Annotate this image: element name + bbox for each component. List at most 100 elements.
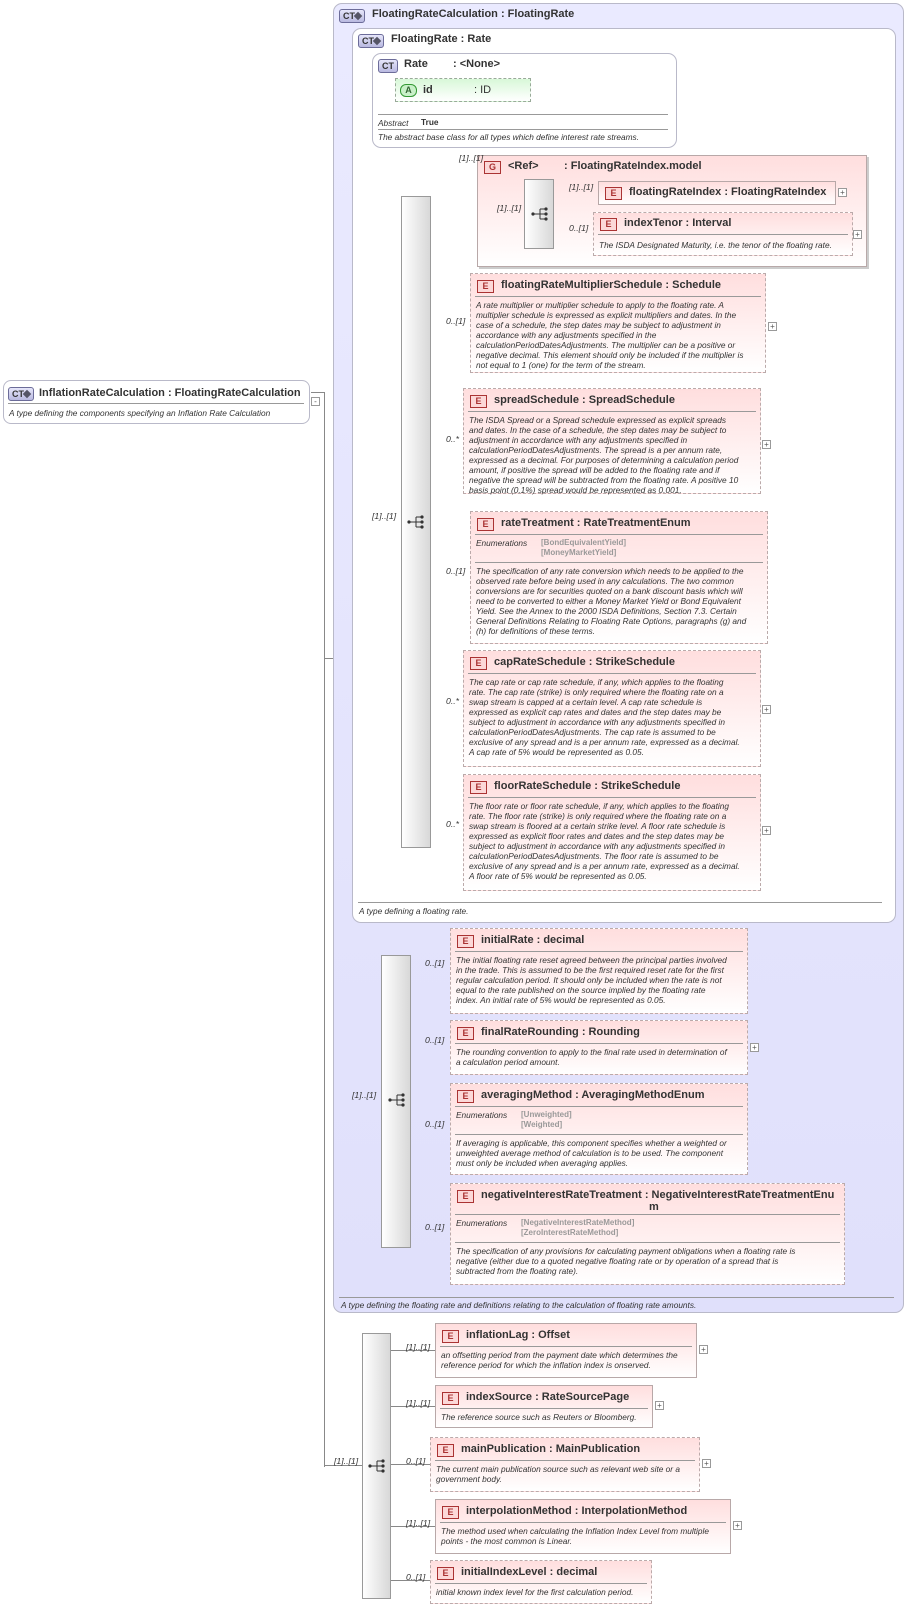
expand-toggle[interactable]: + bbox=[853, 230, 862, 239]
expand-toggle[interactable]: + bbox=[762, 440, 771, 449]
divider bbox=[455, 1214, 840, 1215]
sequence-icon bbox=[368, 1459, 385, 1473]
element-icon: E bbox=[442, 1392, 459, 1405]
enum-value: [ZeroInterestRateMethod] bbox=[521, 1228, 619, 1237]
element-icon: E bbox=[477, 280, 494, 293]
element-doc-line: The rounding convention to apply to the … bbox=[456, 1047, 727, 1057]
element-icon: E bbox=[470, 395, 487, 408]
enum-value: [NegativeInterestRateMethod] bbox=[521, 1218, 635, 1227]
element-doc-line: The initial floating rate reset agreed b… bbox=[456, 955, 727, 965]
element-icon: E bbox=[600, 218, 617, 231]
root-complex-type: CT InflationRateCalculation : FloatingRa… bbox=[3, 380, 310, 424]
enumerations-label: Enumerations bbox=[456, 1218, 508, 1228]
element-doc-line: negative the spread will be subtracted f… bbox=[469, 475, 739, 485]
expand-toggle[interactable]: + bbox=[702, 1459, 711, 1468]
element-floating-rate-index[interactable]: E floatingRateIndex : FloatingRateIndex bbox=[598, 181, 836, 205]
group-type: : FloatingRateIndex.model bbox=[564, 160, 702, 172]
cardinality: [1]..[1] bbox=[569, 182, 594, 192]
element-icon: E bbox=[605, 187, 622, 200]
element-doc-line: equal to the rate published on the sourc… bbox=[456, 985, 706, 995]
divider bbox=[435, 1460, 695, 1461]
enum-value: [Unweighted] bbox=[521, 1110, 572, 1119]
complex-type-icon: CT bbox=[378, 59, 398, 73]
element-doc-line: multiplier schedule is expressed as expl… bbox=[476, 310, 737, 320]
element-doc-line: subject to adjustment in accordance with… bbox=[469, 717, 725, 727]
complex-type-icon: CT bbox=[358, 34, 384, 48]
element-doc-line: conversions are for securities quoted on… bbox=[476, 586, 743, 596]
element-doc-line: swap stream is capped at a certain level… bbox=[469, 697, 703, 707]
element-doc-line: reference period for which the inflation… bbox=[441, 1360, 651, 1370]
element-icon: E bbox=[477, 518, 494, 531]
enum-value: [Weighted] bbox=[521, 1120, 563, 1129]
divider bbox=[455, 1242, 840, 1243]
cardinality: [1]..[1] bbox=[406, 1342, 431, 1352]
cardinality: 0..[1] bbox=[446, 566, 466, 576]
cardinality: 0..[1] bbox=[425, 1222, 445, 1232]
element-doc-line: points - the most common is Linear. bbox=[441, 1536, 573, 1546]
expand-toggle[interactable]: + bbox=[768, 322, 777, 331]
cardinality: 0..[1] bbox=[425, 958, 445, 968]
root-doc: A type defining the components specifyin… bbox=[9, 408, 271, 418]
element-doc-line: subject to adjustment in accordance with… bbox=[469, 841, 725, 851]
element-name: rateTreatment : RateTreatmentEnum bbox=[501, 517, 691, 529]
element-doc-line: calculationPeriodDatesAdjustments. The f… bbox=[469, 851, 719, 861]
sequence-icon bbox=[388, 1093, 405, 1107]
element-doc-line: A floor rate of 5% would be represented … bbox=[469, 871, 647, 881]
frc-doc: A type defining the floating rate and de… bbox=[341, 1300, 697, 1310]
element-doc-line: calculationPeriodDatesAdjustments. The c… bbox=[469, 727, 716, 737]
root-title: InflationRateCalculation : FloatingRateC… bbox=[39, 387, 301, 399]
element-doc-line: expressed as a decimal. For purposes of … bbox=[469, 455, 739, 465]
element-doc-line: exclusive of any spread and is a per ann… bbox=[469, 737, 740, 747]
element-index-tenor[interactable]: E indexTenor : Interval The ISDA Designa… bbox=[593, 212, 853, 256]
expand-toggle[interactable]: + bbox=[762, 705, 771, 714]
element-name: indexSource : RateSourcePage bbox=[466, 1391, 630, 1403]
expand-toggle[interactable]: + bbox=[655, 1401, 664, 1410]
divider bbox=[440, 1408, 648, 1409]
rate-title-type: : <None> bbox=[453, 58, 501, 70]
rate-type: CT Rate : <None> A id : ID Abstract True… bbox=[372, 53, 677, 148]
expand-toggle[interactable]: + bbox=[750, 1043, 759, 1052]
element-doc-line: Yield. See the Annex to the 2000 ISDA De… bbox=[476, 606, 737, 616]
divider bbox=[475, 296, 761, 297]
cardinality: [1]..[1] bbox=[372, 511, 397, 521]
element-doc-line: The cap rate or cap rate schedule, if an… bbox=[469, 677, 724, 687]
collapse-toggle[interactable]: - bbox=[311, 397, 320, 406]
element-doc-line: must only be included when averaging app… bbox=[456, 1158, 629, 1168]
divider bbox=[475, 562, 763, 563]
element-doc-line: If averaging is applicable, this compone… bbox=[456, 1138, 727, 1148]
element-doc-line: a calculation period amount. bbox=[456, 1057, 560, 1067]
element-name: floorRateSchedule : StrikeSchedule bbox=[494, 780, 681, 792]
element-name: initialRate : decimal bbox=[481, 934, 585, 946]
expand-toggle[interactable]: + bbox=[733, 1521, 742, 1530]
expand-toggle[interactable]: + bbox=[838, 188, 847, 197]
complex-type-icon: CT bbox=[8, 387, 34, 401]
element-icon: E bbox=[457, 935, 474, 948]
cardinality: 0..[1] bbox=[406, 1456, 426, 1466]
element-doc-line: in the trade. This is assumed to be the … bbox=[456, 965, 724, 975]
fr-doc: A type defining a floating rate. bbox=[359, 906, 469, 916]
element-doc-line: calculationPeriodDatesAdjustments. The s… bbox=[469, 445, 723, 455]
element-doc-line: rate. The cap rate (strike) is only requ… bbox=[469, 687, 724, 697]
attribute-id[interactable]: A id : ID bbox=[395, 78, 531, 102]
element-doc-line: index. An initial rate of 5% would be re… bbox=[456, 995, 666, 1005]
expand-toggle[interactable]: + bbox=[762, 826, 771, 835]
expand-toggle[interactable]: + bbox=[699, 1345, 708, 1354]
element-doc-line: exclusive of any spread and is a per ann… bbox=[469, 861, 740, 871]
divider bbox=[440, 1346, 692, 1347]
sequence-compositor-frc bbox=[381, 955, 411, 1248]
cardinality: 0..[1] bbox=[569, 223, 589, 233]
